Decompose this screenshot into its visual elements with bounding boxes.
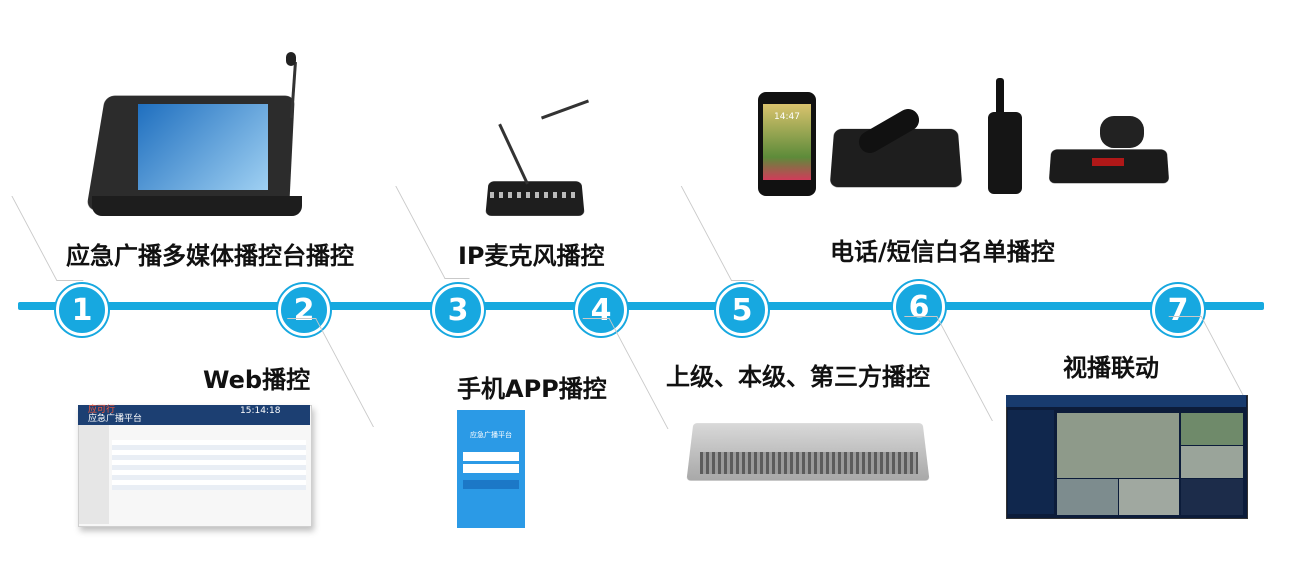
- web-screenshot-time: 15:14:18: [240, 406, 281, 416]
- mic-head-icon: [286, 52, 296, 66]
- radio-microphone-icon: [1100, 116, 1144, 148]
- smartphone-screen: 14:47: [763, 104, 811, 180]
- video-screenshot-header: [1006, 395, 1246, 407]
- node-number: 2: [293, 292, 315, 328]
- radio-display: [1092, 158, 1124, 166]
- node-number: 5: [731, 292, 753, 328]
- node-4: 4: [575, 284, 627, 336]
- label-phone-sms: 电话/短信白名单播控: [830, 238, 1055, 266]
- node-7: 7: [1152, 284, 1204, 336]
- server-grill: [700, 452, 918, 474]
- video-cell: [1180, 412, 1244, 447]
- video-cell-main: [1056, 412, 1180, 480]
- app-screenshot-title: 应急广播平台: [470, 431, 512, 439]
- web-screenshot-header: [78, 405, 310, 425]
- label-console: 应急广播多媒体播控台播控: [66, 242, 354, 270]
- smartphone-time: 14:47: [774, 112, 800, 122]
- video-cell: [1180, 478, 1244, 516]
- node-1: 1: [56, 284, 108, 336]
- node-3: 3: [432, 284, 484, 336]
- timeline-bar: [18, 302, 1264, 310]
- gooseneck-mic-icon: [290, 61, 297, 119]
- label-web: Web播控: [203, 366, 311, 394]
- app-screenshot-field: [463, 464, 519, 473]
- console-stand: [92, 196, 302, 216]
- web-screenshot-sidebar: [79, 425, 109, 524]
- node-number: 6: [908, 289, 930, 325]
- web-screenshot-title: 应可行 应急广播平台: [88, 406, 158, 424]
- web-title-line2: 应急广播平台: [88, 414, 143, 424]
- web-screenshot-table: [112, 440, 306, 490]
- ip-microphone-stem: [498, 123, 529, 185]
- ip-microphone-buttons: [490, 192, 576, 198]
- label-tiers: 上级、本级、第三方播控: [666, 363, 930, 391]
- node-number: 4: [590, 292, 612, 328]
- web-title-line1: 应可行: [88, 405, 116, 415]
- console-screen: [138, 104, 268, 190]
- node-6: 6: [893, 281, 945, 333]
- video-cell: [1056, 478, 1120, 516]
- ip-microphone-neck: [540, 99, 590, 120]
- node-number: 1: [71, 292, 93, 328]
- video-cell: [1118, 478, 1180, 516]
- node-number: 3: [447, 292, 469, 328]
- label-app: 手机APP播控: [457, 375, 607, 403]
- label-ip-mic: IP麦克风播控: [458, 242, 605, 270]
- connector-7: [1168, 316, 1245, 397]
- connector-5: [680, 186, 755, 281]
- ip-microphone-image: [485, 181, 585, 216]
- node-2: 2: [278, 284, 330, 336]
- app-screenshot-button: [463, 480, 519, 489]
- walkie-talkie-antenna: [996, 78, 1004, 116]
- node-5: 5: [716, 284, 768, 336]
- label-video: 视播联动: [1063, 354, 1159, 382]
- app-screenshot-field: [463, 452, 519, 461]
- video-screenshot-sidebar: [1008, 410, 1054, 514]
- node-number: 7: [1167, 292, 1189, 328]
- video-cell: [1180, 445, 1244, 480]
- walkie-talkie-image: [988, 112, 1022, 194]
- mobile-radio-image: [1048, 149, 1170, 184]
